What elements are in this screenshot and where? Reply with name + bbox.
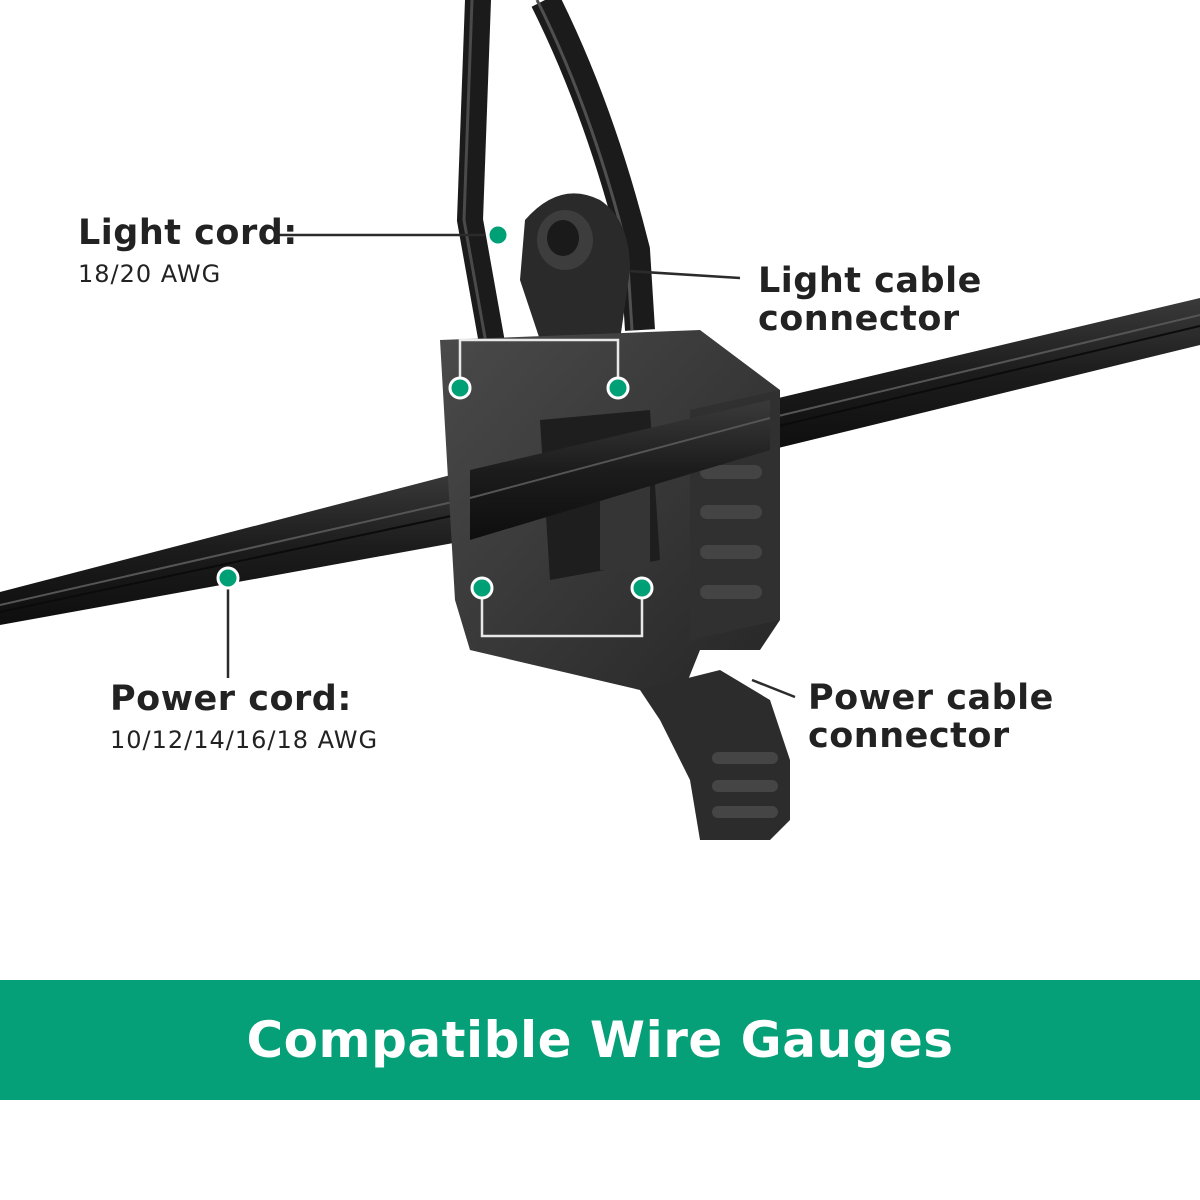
banner: Compatible Wire Gauges: [0, 980, 1200, 1100]
power-connector-line2: connector: [808, 716, 1010, 756]
callout-lines: [226, 233, 796, 699]
callout-dots: [216, 223, 654, 600]
power-cord-front: [469, 400, 771, 540]
banner-title: Compatible Wire Gauges: [246, 1011, 954, 1069]
power-connector-line1: Power cable: [808, 678, 1054, 718]
light-connector-line2: connector: [758, 299, 960, 339]
light-cord-title: Light cord:: [78, 213, 298, 253]
power-cord-callout: Power cord: 10/12/14/16/18 AWG: [110, 680, 378, 754]
light-cord-spec: 18/20 AWG: [78, 260, 222, 288]
banner-background: [0, 980, 1200, 1100]
light-connector-line1: Light cable: [758, 261, 982, 301]
bracket-lines: [458, 338, 644, 638]
power-cord: [0, 298, 1200, 625]
power-cord-title: Power cord:: [110, 679, 352, 719]
power-connector-callout: Power cable connector: [808, 679, 1088, 755]
light-cord-callout: Light cord: 18/20 AWG: [78, 214, 298, 288]
light-cable-connector-clip: [520, 193, 630, 340]
light-connector-callout: Light cable connector: [758, 262, 1018, 338]
power-cord-spec: 10/12/14/16/18 AWG: [110, 726, 379, 754]
power-cable-connector-lever: [640, 670, 790, 840]
